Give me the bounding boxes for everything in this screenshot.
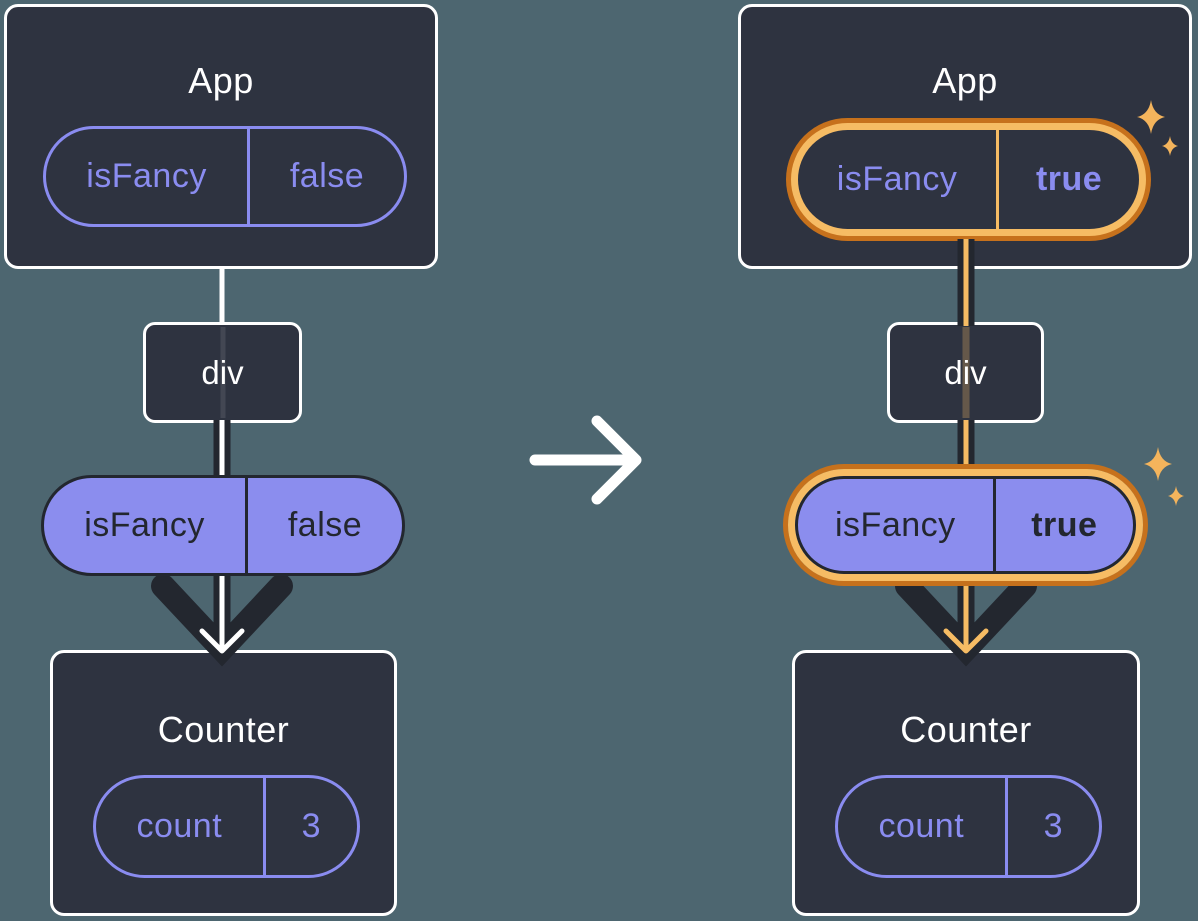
after-app-component-box: App isFancy true bbox=[738, 4, 1192, 269]
before-app-state-name: isFancy bbox=[46, 129, 251, 224]
after-passed-prop-name: isFancy bbox=[798, 479, 996, 571]
before-counter-state-name: count bbox=[96, 778, 266, 875]
before-counter-state-pill: count 3 bbox=[93, 775, 360, 878]
after-counter-state-value: 3 bbox=[1043, 807, 1064, 845]
after-app-title: App bbox=[932, 60, 998, 101]
after-prop-to-counter-arrow bbox=[895, 574, 1037, 667]
before-div-node-box: div bbox=[143, 322, 302, 423]
before-prop-to-counter-arrow bbox=[151, 574, 293, 667]
after-div-passthrough-line bbox=[962, 327, 969, 418]
after-passed-prop-pill-highlighted: isFancy true bbox=[788, 469, 1143, 581]
before-counter-state-value: 3 bbox=[301, 807, 322, 845]
before-app-state-value: false bbox=[289, 157, 365, 195]
before-passed-prop-pill: isFancy false bbox=[41, 475, 405, 576]
before-app-state-pill: isFancy false bbox=[43, 126, 407, 227]
before-div-passthrough-line bbox=[220, 327, 225, 418]
before-counter-component-box: Counter count 3 bbox=[50, 650, 397, 916]
after-counter-state-pill: count 3 bbox=[835, 775, 1102, 878]
after-counter-state-name: count bbox=[838, 778, 1008, 875]
before-app-title: App bbox=[188, 60, 254, 101]
after-app-state-name: isFancy bbox=[798, 130, 1000, 229]
after-passed-prop-value: true bbox=[1031, 505, 1098, 544]
after-div-node-box: div bbox=[887, 322, 1044, 423]
after-prop-sparkle-icon bbox=[1144, 447, 1184, 506]
after-counter-title: Counter bbox=[900, 709, 1032, 750]
after-passed-prop-pill-inner: isFancy true bbox=[795, 476, 1136, 574]
after-app-state-value: true bbox=[1035, 160, 1103, 198]
after-counter-component-box: Counter count 3 bbox=[792, 650, 1140, 916]
after-div-label: div bbox=[944, 353, 987, 391]
before-counter-title: Counter bbox=[157, 709, 290, 750]
before-app-component-box: App isFancy false bbox=[4, 4, 438, 269]
after-app-state-pill-highlighted: isFancy true bbox=[791, 123, 1146, 236]
before-div-label: div bbox=[201, 353, 244, 391]
before-passed-prop-name: isFancy bbox=[44, 478, 249, 573]
transition-arrow-icon bbox=[529, 415, 642, 505]
before-passed-prop-value: false bbox=[287, 506, 363, 544]
